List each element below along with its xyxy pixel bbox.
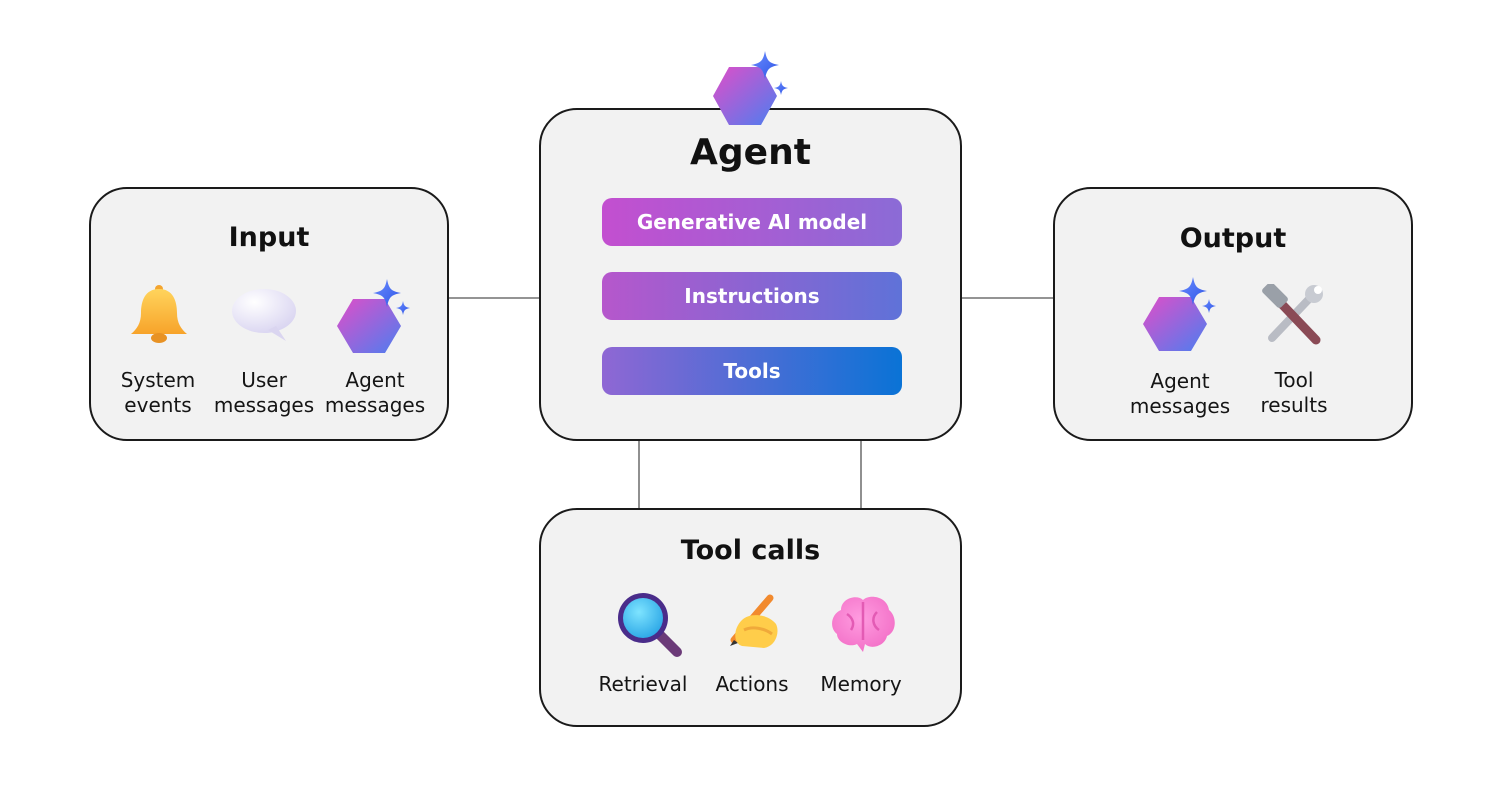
agent-component-tools: Tools (602, 347, 902, 395)
agent-hexagon-sparkle-icon (713, 51, 788, 125)
speech-bubble-icon (232, 289, 296, 341)
output-title: Output (1179, 223, 1287, 254)
output-box: Output Agent messages Tool results (1053, 187, 1413, 441)
tool-calls-title: Tool calls (680, 535, 821, 566)
tool-calls-box: Tool calls Retrieval Actions Memory (539, 508, 962, 727)
input-label-user-messages: User messages (213, 368, 315, 417)
agent-hexagon-sparkle-icon (337, 279, 410, 353)
agent-component-instructions: Instructions (602, 272, 902, 320)
output-label-tool-results: Tool results (1260, 368, 1328, 417)
magnifier-icon (618, 593, 682, 657)
input-box: Input System e (89, 187, 449, 441)
agent-component-generative-ai-model: Generative AI model (602, 198, 902, 246)
output-label-agent-messages: Agent messages (1129, 369, 1231, 418)
agent-hexagon-sparkle-icon (1143, 277, 1216, 351)
tool-calls-label-memory: Memory (820, 672, 902, 696)
tool-calls-label-actions: Actions (715, 672, 789, 696)
input-label-agent-messages: Agent messages (324, 368, 426, 417)
brain-icon (832, 596, 895, 652)
agent-title: Agent (690, 132, 811, 173)
agent-box: Agent Generative AI model Instructions T… (539, 108, 962, 441)
input-title: Input (228, 222, 310, 253)
tool-calls-label-retrieval: Retrieval (598, 672, 688, 696)
input-label-system-events: System events (120, 368, 196, 417)
hammer-wrench-icon (1262, 284, 1323, 345)
bell-icon (131, 285, 187, 343)
writing-hand-icon (730, 594, 778, 648)
